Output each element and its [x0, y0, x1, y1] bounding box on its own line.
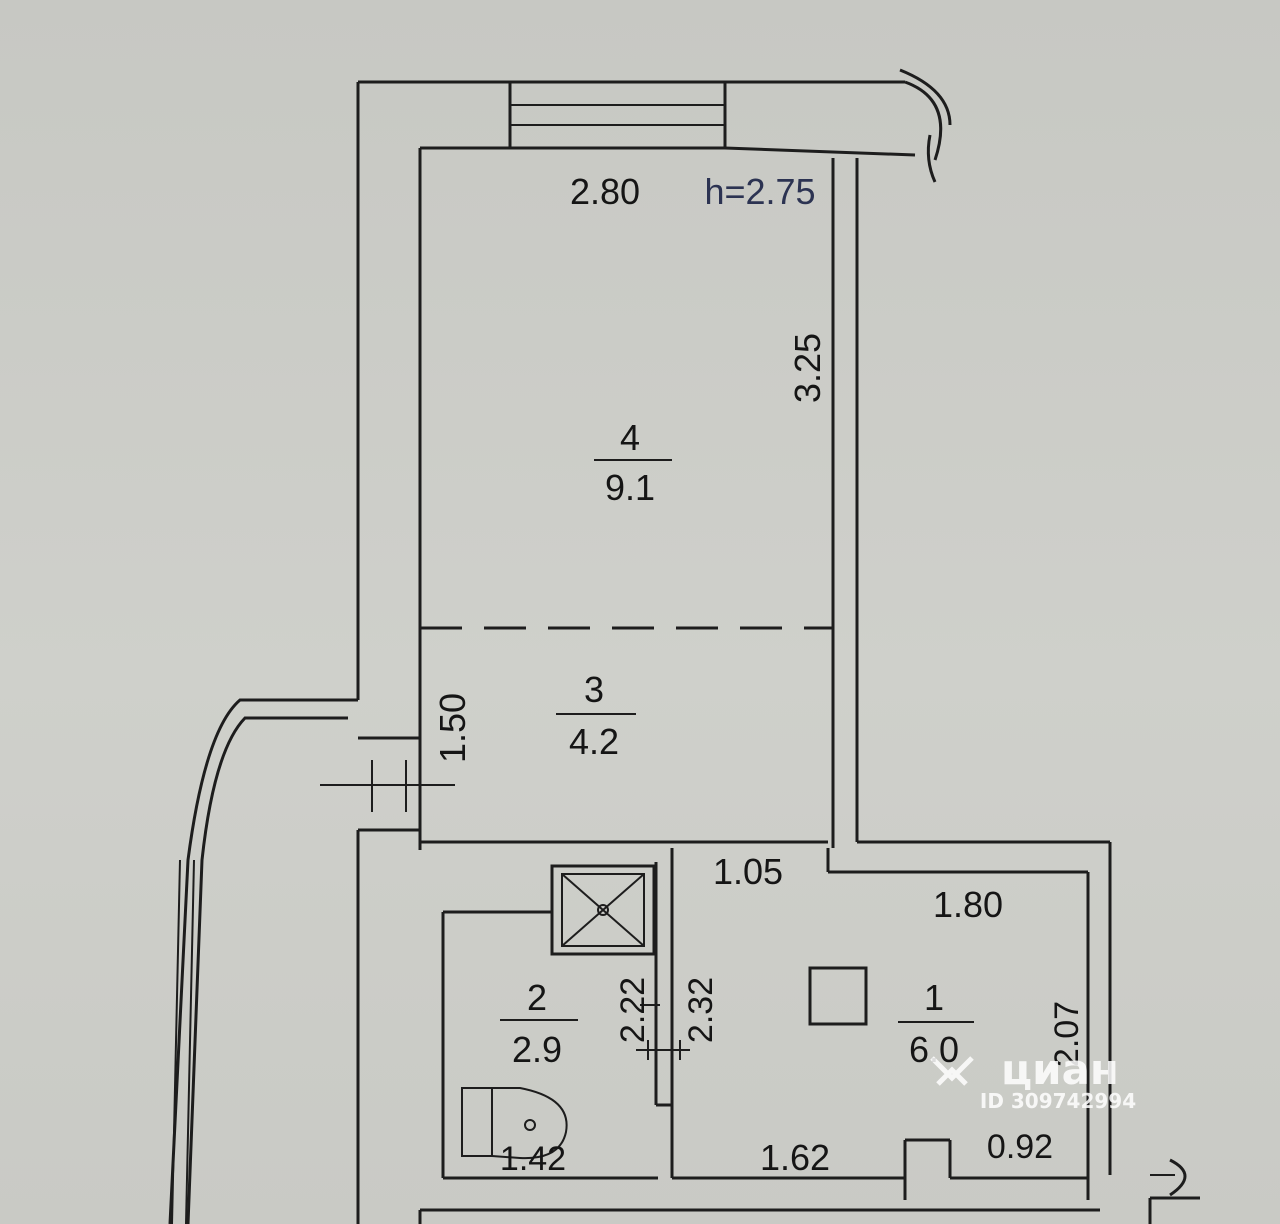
dim-bath-bottom: 1.42 — [500, 1140, 566, 1178]
dim-bath-side-outer: 2.32 — [682, 977, 720, 1043]
bath-fixture — [461, 1087, 568, 1160]
balcony-door — [320, 736, 455, 832]
room-3-area: 4.2 — [569, 721, 619, 762]
watermark-brand: циан — [1001, 1045, 1119, 1094]
top-right-arrow — [899, 68, 952, 183]
room-4-label: 4 9.1 — [594, 417, 672, 508]
top-window — [508, 80, 727, 150]
room-4-area: 9.1 — [605, 467, 655, 508]
room-1-area: 6.0 — [909, 1029, 959, 1070]
room-1-number: 1 — [924, 977, 944, 1018]
dim-room1-bottom: 1.62 — [760, 1137, 830, 1178]
room-2-number: 2 — [527, 977, 547, 1018]
dim-room1-niche: 0.92 — [987, 1128, 1053, 1166]
room-2-label: 2 2.9 — [500, 977, 578, 1070]
dim-room4-length: 3.25 — [787, 333, 828, 403]
ventilation-shaft — [550, 864, 656, 956]
dimension-ticks — [636, 1004, 1187, 1197]
room-3-number: 3 — [584, 669, 604, 710]
balcony — [168, 698, 358, 1224]
room-3-label: 3 4.2 — [556, 669, 636, 762]
room-1-label: 1 6.0 — [898, 977, 974, 1070]
ceiling-height-label: h=2.75 — [704, 171, 815, 212]
room-2-area: 2.9 — [512, 1029, 562, 1070]
dim-passage-width: 1.05 — [713, 851, 783, 892]
dim-room4-width: 2.80 — [570, 171, 640, 212]
dim-bath-side: 2.22 — [614, 977, 652, 1043]
cian-logo-icon — [930, 1056, 974, 1086]
walls — [356, 80, 1200, 1224]
column — [808, 966, 868, 1026]
dim-room3-length: 1.50 — [432, 693, 473, 763]
watermark-id: ID 309742994 — [980, 1089, 1136, 1113]
watermark: циан ID 309742994 — [930, 1045, 1136, 1113]
dim-room1-top: 1.80 — [933, 884, 1003, 925]
room-4-number: 4 — [620, 417, 640, 458]
dim-room1-side: 2.07 — [1048, 1001, 1086, 1067]
